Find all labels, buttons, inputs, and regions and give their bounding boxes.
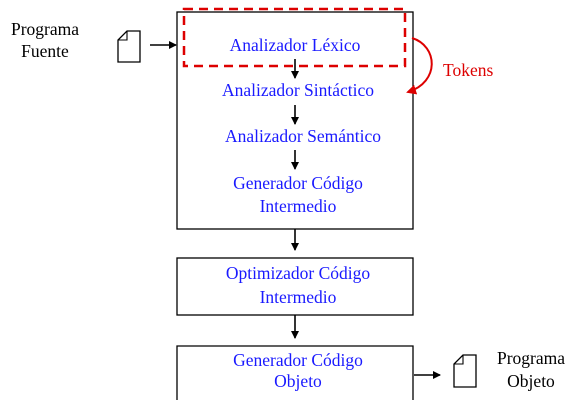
semantic-analyzer-label: Analizador Semántico (225, 126, 381, 146)
document-icon (453, 354, 477, 388)
intermediate-generator-label-line1: Generador Código (233, 173, 363, 193)
optimizer-label-line1: Optimizador Código (226, 263, 371, 283)
source-program-label-line1: Programa (11, 19, 79, 39)
object-program-label-line2: Objeto (507, 371, 555, 391)
object-generator-label-line1: Generador Código (233, 350, 363, 370)
document-icon (117, 30, 141, 63)
syntactic-analyzer-label: Analizador Sintáctico (222, 80, 374, 100)
lexer-highlight-box (182, 7, 407, 68)
lexical-analyzer-label: Analizador Léxico (230, 35, 361, 55)
intermediate-generator-label-line2: Intermedio (260, 196, 337, 216)
object-generator-label-line2: Objeto (274, 371, 322, 391)
object-program-label-line1: Programa (497, 348, 565, 368)
tokens-curved-arrow (406, 37, 433, 95)
tokens-label: Tokens (443, 60, 493, 80)
optimizer-label-line2: Intermedio (260, 287, 337, 307)
source-program-label-line2: Fuente (21, 41, 69, 61)
object-generator-box (176, 345, 414, 400)
